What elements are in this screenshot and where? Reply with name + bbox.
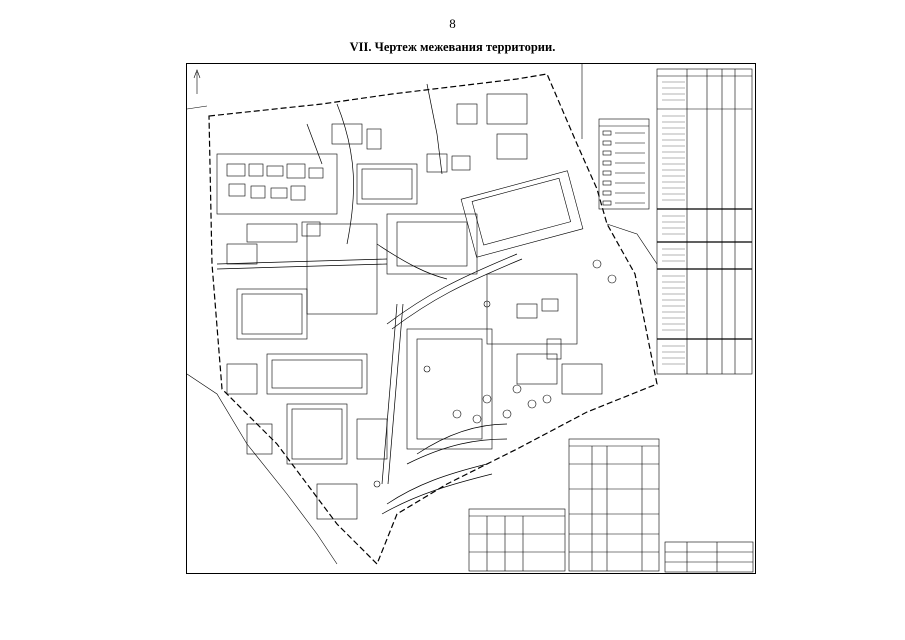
upper-central-blocks [356, 93, 584, 275]
legend-panel [598, 118, 650, 210]
central-buildings [226, 223, 378, 395]
site-plan-svg [187, 64, 754, 573]
survey-drawing [186, 63, 756, 574]
lower-buildings [246, 403, 388, 520]
marker-symbols [373, 259, 617, 488]
territory-boundary [208, 73, 658, 566]
north-arrow-icon [193, 69, 201, 94]
roads [216, 83, 523, 515]
page-number: 8 [449, 16, 456, 31]
parcel-table [656, 68, 753, 375]
page-title: VII. Чертеж межевания территории. [349, 40, 556, 54]
title-block [664, 541, 754, 573]
residential-blocks [216, 123, 382, 265]
parcel-table-rows [662, 81, 685, 365]
bottom-left-table [468, 508, 566, 572]
bottom-middle-table [568, 438, 660, 572]
middle-buildings [406, 273, 603, 450]
